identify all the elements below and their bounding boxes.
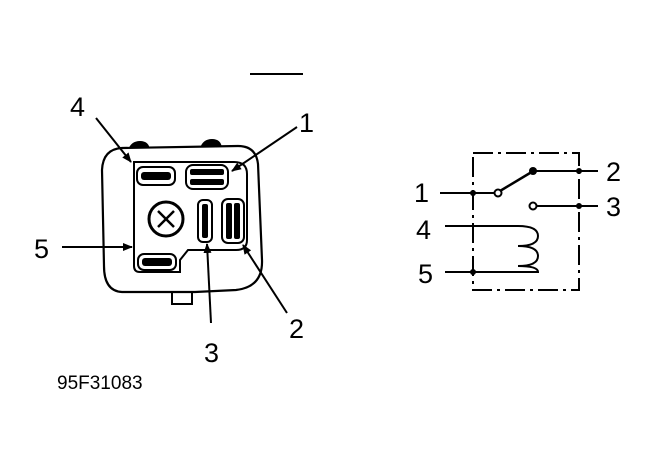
terminal-2-dot xyxy=(576,168,582,174)
schematic-label-pin-1: 1 xyxy=(414,178,429,208)
terminal-1-dot xyxy=(470,190,476,196)
terminal-5-dot xyxy=(470,269,476,275)
terminal-3-dot xyxy=(576,203,582,209)
switch-blade xyxy=(499,171,531,193)
connector-label-pin-4: 4 xyxy=(70,92,85,122)
connector-label-pin-2: 2 xyxy=(289,314,304,344)
schematic-label-pin-3: 3 xyxy=(606,192,621,222)
arrow-pin-1 xyxy=(231,126,298,172)
arrow-pin-2 xyxy=(242,244,288,314)
connector-key-tab xyxy=(171,292,193,305)
relay-schematic: 1 2 3 4 5 xyxy=(414,152,621,291)
figure-code: 95F31083 xyxy=(57,373,143,394)
schematic-label-pin-4: 4 xyxy=(416,215,431,245)
terminal-2-slot xyxy=(221,198,245,244)
connector-label-pin-5: 5 xyxy=(34,234,49,264)
arrow-pin-4 xyxy=(95,117,132,163)
relay-coil xyxy=(445,225,540,273)
connector-view: 1 2 3 4 5 xyxy=(34,92,314,368)
connector-label-pin-1: 1 xyxy=(299,108,314,138)
schematic-label-pin-2: 2 xyxy=(606,157,621,187)
schematic-label-pin-5: 5 xyxy=(418,259,433,289)
contact-3 xyxy=(528,201,538,211)
arrow-pin-3 xyxy=(203,243,212,324)
schematic-enclosure xyxy=(472,152,580,291)
switch-pivot xyxy=(493,188,503,198)
terminal-1-slot xyxy=(185,164,229,190)
connector-label-pin-3: 3 xyxy=(204,338,219,368)
